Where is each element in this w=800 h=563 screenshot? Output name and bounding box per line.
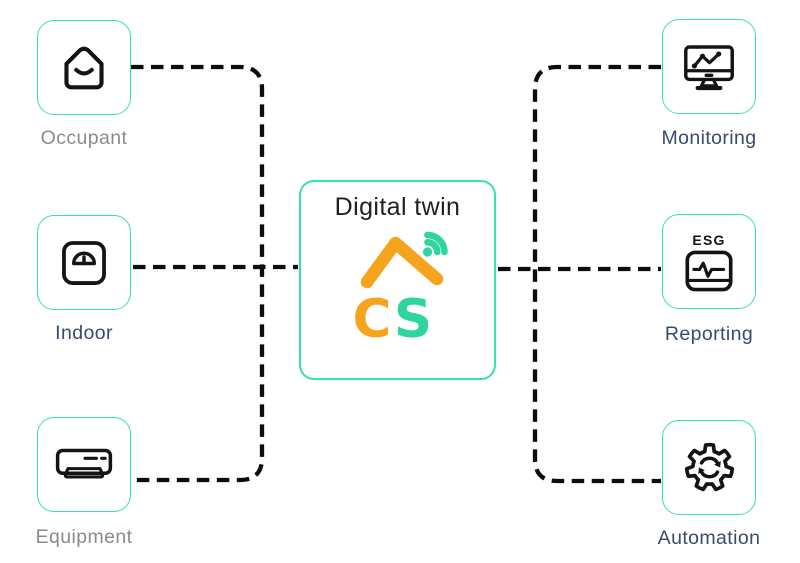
roof-shape: [360, 236, 443, 289]
label-occupant: Occupant: [40, 127, 128, 149]
digital-twin-title: Digital twin: [334, 193, 461, 221]
monitor-chart-icon: [684, 44, 734, 90]
cs-logo: C S: [352, 231, 448, 344]
esg-monitor-icon: ESG: [685, 232, 733, 292]
label-equipment: Equipment: [35, 526, 133, 548]
logo-letter-c: C: [352, 289, 391, 344]
house-smile-icon: [64, 46, 104, 89]
connector-right-branch: [532, 64, 661, 484]
node-equipment: [37, 417, 131, 512]
ac-unit-icon: [55, 448, 113, 478]
logo-letter-s: S: [393, 289, 431, 344]
node-automation: [662, 420, 756, 515]
label-monitoring: Monitoring: [661, 127, 757, 149]
gauge-scale-icon: [62, 240, 106, 285]
node-monitoring: [662, 19, 756, 114]
wifi-icon: [422, 231, 448, 257]
gear-sync-icon: [684, 442, 734, 492]
esg-badge: ESG: [692, 231, 726, 248]
node-occupant: [37, 20, 131, 115]
connector-left-branch: [131, 64, 265, 483]
digital-twin-box: Digital twin C S: [299, 180, 496, 380]
label-automation: Automation: [657, 527, 761, 549]
node-indoor: [37, 215, 131, 310]
node-reporting: ESG: [662, 214, 756, 309]
label-indoor: Indoor: [55, 322, 113, 344]
label-reporting: Reporting: [664, 323, 754, 345]
